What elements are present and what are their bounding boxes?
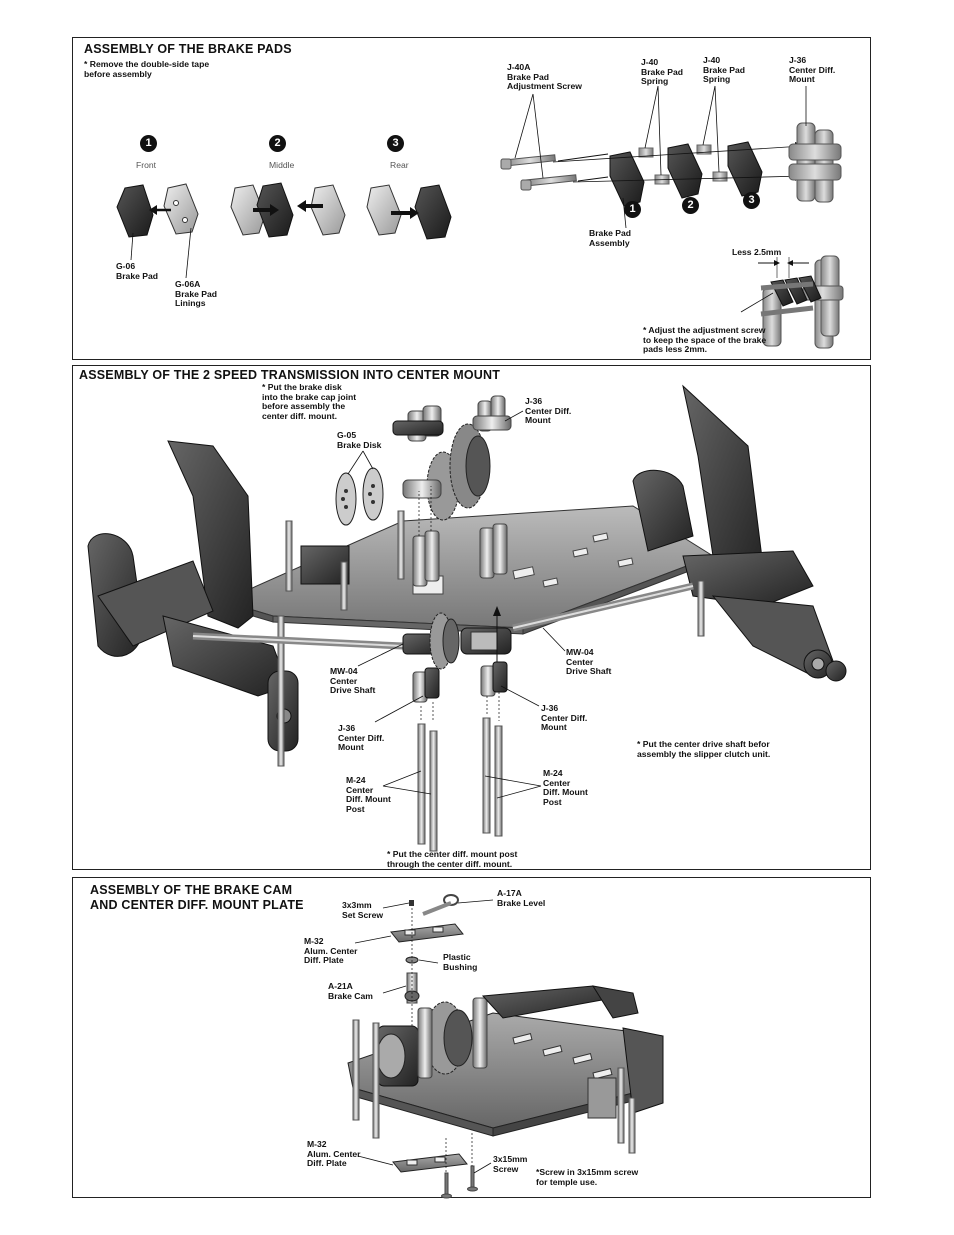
- springs-1: [638, 147, 670, 185]
- left-suspension: [87, 440, 299, 767]
- transmission-panel: ASSEMBLY OF THE 2 SPEED TRANSMISSION INT…: [72, 365, 871, 870]
- top-diff-plate: [390, 923, 464, 943]
- assembly-step-1: 1: [624, 201, 641, 218]
- label-g05: G-05 Brake Disk: [337, 430, 382, 450]
- brake-pad-illustrations: [116, 85, 844, 349]
- step-2-number: 2: [269, 135, 286, 152]
- mount-posts: [417, 717, 503, 852]
- bottom-diff-plate: [392, 1153, 468, 1173]
- step-label-rear: Rear: [390, 160, 409, 170]
- label-g06a: G-06A Brake Pad Linings: [175, 279, 218, 309]
- brake-cam-panel: ASSEMBLY OF THE BRAKE CAM AND CENTER DIF…: [72, 877, 871, 1199]
- bottom-screws: [441, 1165, 478, 1199]
- label-j40-2: J-40 Brake Pad Spring: [703, 55, 746, 85]
- brake-pads-title: ASSEMBLY OF THE BRAKE PADS: [84, 42, 292, 56]
- label-3x15mm-screw: 3x15mm Screw: [493, 1154, 528, 1174]
- exploded-pad-3: [727, 141, 763, 197]
- label-j36-left: J-36 Center Diff. Mount: [338, 723, 385, 753]
- step-label-front: Front: [136, 160, 157, 170]
- adjustment-screws: [500, 154, 577, 191]
- label-j36-top: J-36 Center Diff. Mount: [525, 396, 572, 426]
- step1-lining: [163, 183, 199, 235]
- bottom-diff-mounts: [412, 661, 508, 703]
- label-mw04-left: MW-04 Center Drive Shaft: [330, 666, 376, 696]
- brake-disks: [335, 467, 384, 526]
- assembly-step-2: 2: [682, 197, 699, 214]
- label-j40-1: J-40 Brake Pad Spring: [641, 57, 684, 87]
- label-a21a: A-21A Brake Cam: [328, 981, 373, 1001]
- assembly-step-3: 3: [743, 192, 760, 209]
- brake-lever: [422, 894, 459, 916]
- top-diff-mounts: [392, 395, 512, 442]
- tape-note: * Remove the double-side tape before ass…: [84, 59, 210, 79]
- label-m24-left: M-24 Center Diff. Mount Post: [346, 775, 391, 814]
- center-gearbox: [376, 997, 488, 1087]
- brake-cam-title: ASSEMBLY OF THE BRAKE CAM AND CENTER DIF…: [90, 883, 304, 912]
- step-1-number: 1: [140, 135, 157, 152]
- exploded-pad-1: [609, 151, 645, 207]
- exploded-pad-2: [667, 143, 703, 199]
- label-j36-right: J-36 Center Diff. Mount: [541, 703, 588, 733]
- chassis-plate: [221, 505, 715, 635]
- slipper-clutch: [402, 612, 512, 670]
- two-speed-gears: [402, 423, 491, 521]
- step-label-middle: Middle: [269, 160, 295, 170]
- label-m32-bottom: M-32 Alum. Center Diff. Plate: [307, 1139, 361, 1169]
- label-3x3mm-set-screw: 3x3mm Set Screw: [342, 900, 384, 920]
- label-j40a: J-40A Brake Pad Adjustment Screw: [507, 62, 582, 92]
- rear-arm: [481, 985, 664, 1119]
- step-3-number: 3: [387, 135, 404, 152]
- right-suspension: [632, 384, 847, 682]
- center-diff-mount-exploded: [788, 122, 842, 203]
- label-mw04-right: MW-04 Center Drive Shaft: [566, 647, 612, 677]
- brake-disk-note: * Put the brake disk into the brake cap …: [262, 382, 357, 421]
- step3-parts: [366, 184, 452, 240]
- set-screw: [409, 900, 414, 906]
- mount-post-note: * Put the center diff. mount post throug…: [387, 849, 518, 869]
- drive-shaft-note: * Put the center drive shaft befor assem…: [637, 739, 771, 759]
- label-g06: G-06 Brake Pad: [116, 261, 159, 281]
- step1-pad: [116, 184, 154, 238]
- label-plastic-bushing: Plastic Bushing: [443, 952, 478, 972]
- assembled-brake-detail: [760, 255, 844, 349]
- springs-2: [696, 144, 728, 182]
- adjust-note: * Adjust the adjustment screw to keep th…: [643, 325, 767, 355]
- label-m24-right: M-24 Center Diff. Mount Post: [543, 768, 588, 807]
- label-j36: J-36 Center Diff. Mount: [789, 55, 836, 85]
- label-less-2-5mm: Less 2.5mm: [732, 247, 782, 257]
- temple-note: *Screw in 3x15mm screw for temple use.: [536, 1167, 639, 1187]
- chassis-illustration: [87, 384, 847, 852]
- label-brake-pad-assembly: Brake Pad Assembly: [589, 228, 632, 248]
- label-a17a: A-17A Brake Level: [497, 888, 546, 908]
- step2-parts: [230, 182, 346, 238]
- transmission-title: ASSEMBLY OF THE 2 SPEED TRANSMISSION INT…: [79, 368, 501, 382]
- label-m32-top: M-32 Alum. Center Diff. Plate: [304, 936, 358, 966]
- brake-cam-illustration: [347, 894, 664, 1199]
- brake-pads-panel: ASSEMBLY OF THE BRAKE PADS * Remove the …: [72, 37, 871, 360]
